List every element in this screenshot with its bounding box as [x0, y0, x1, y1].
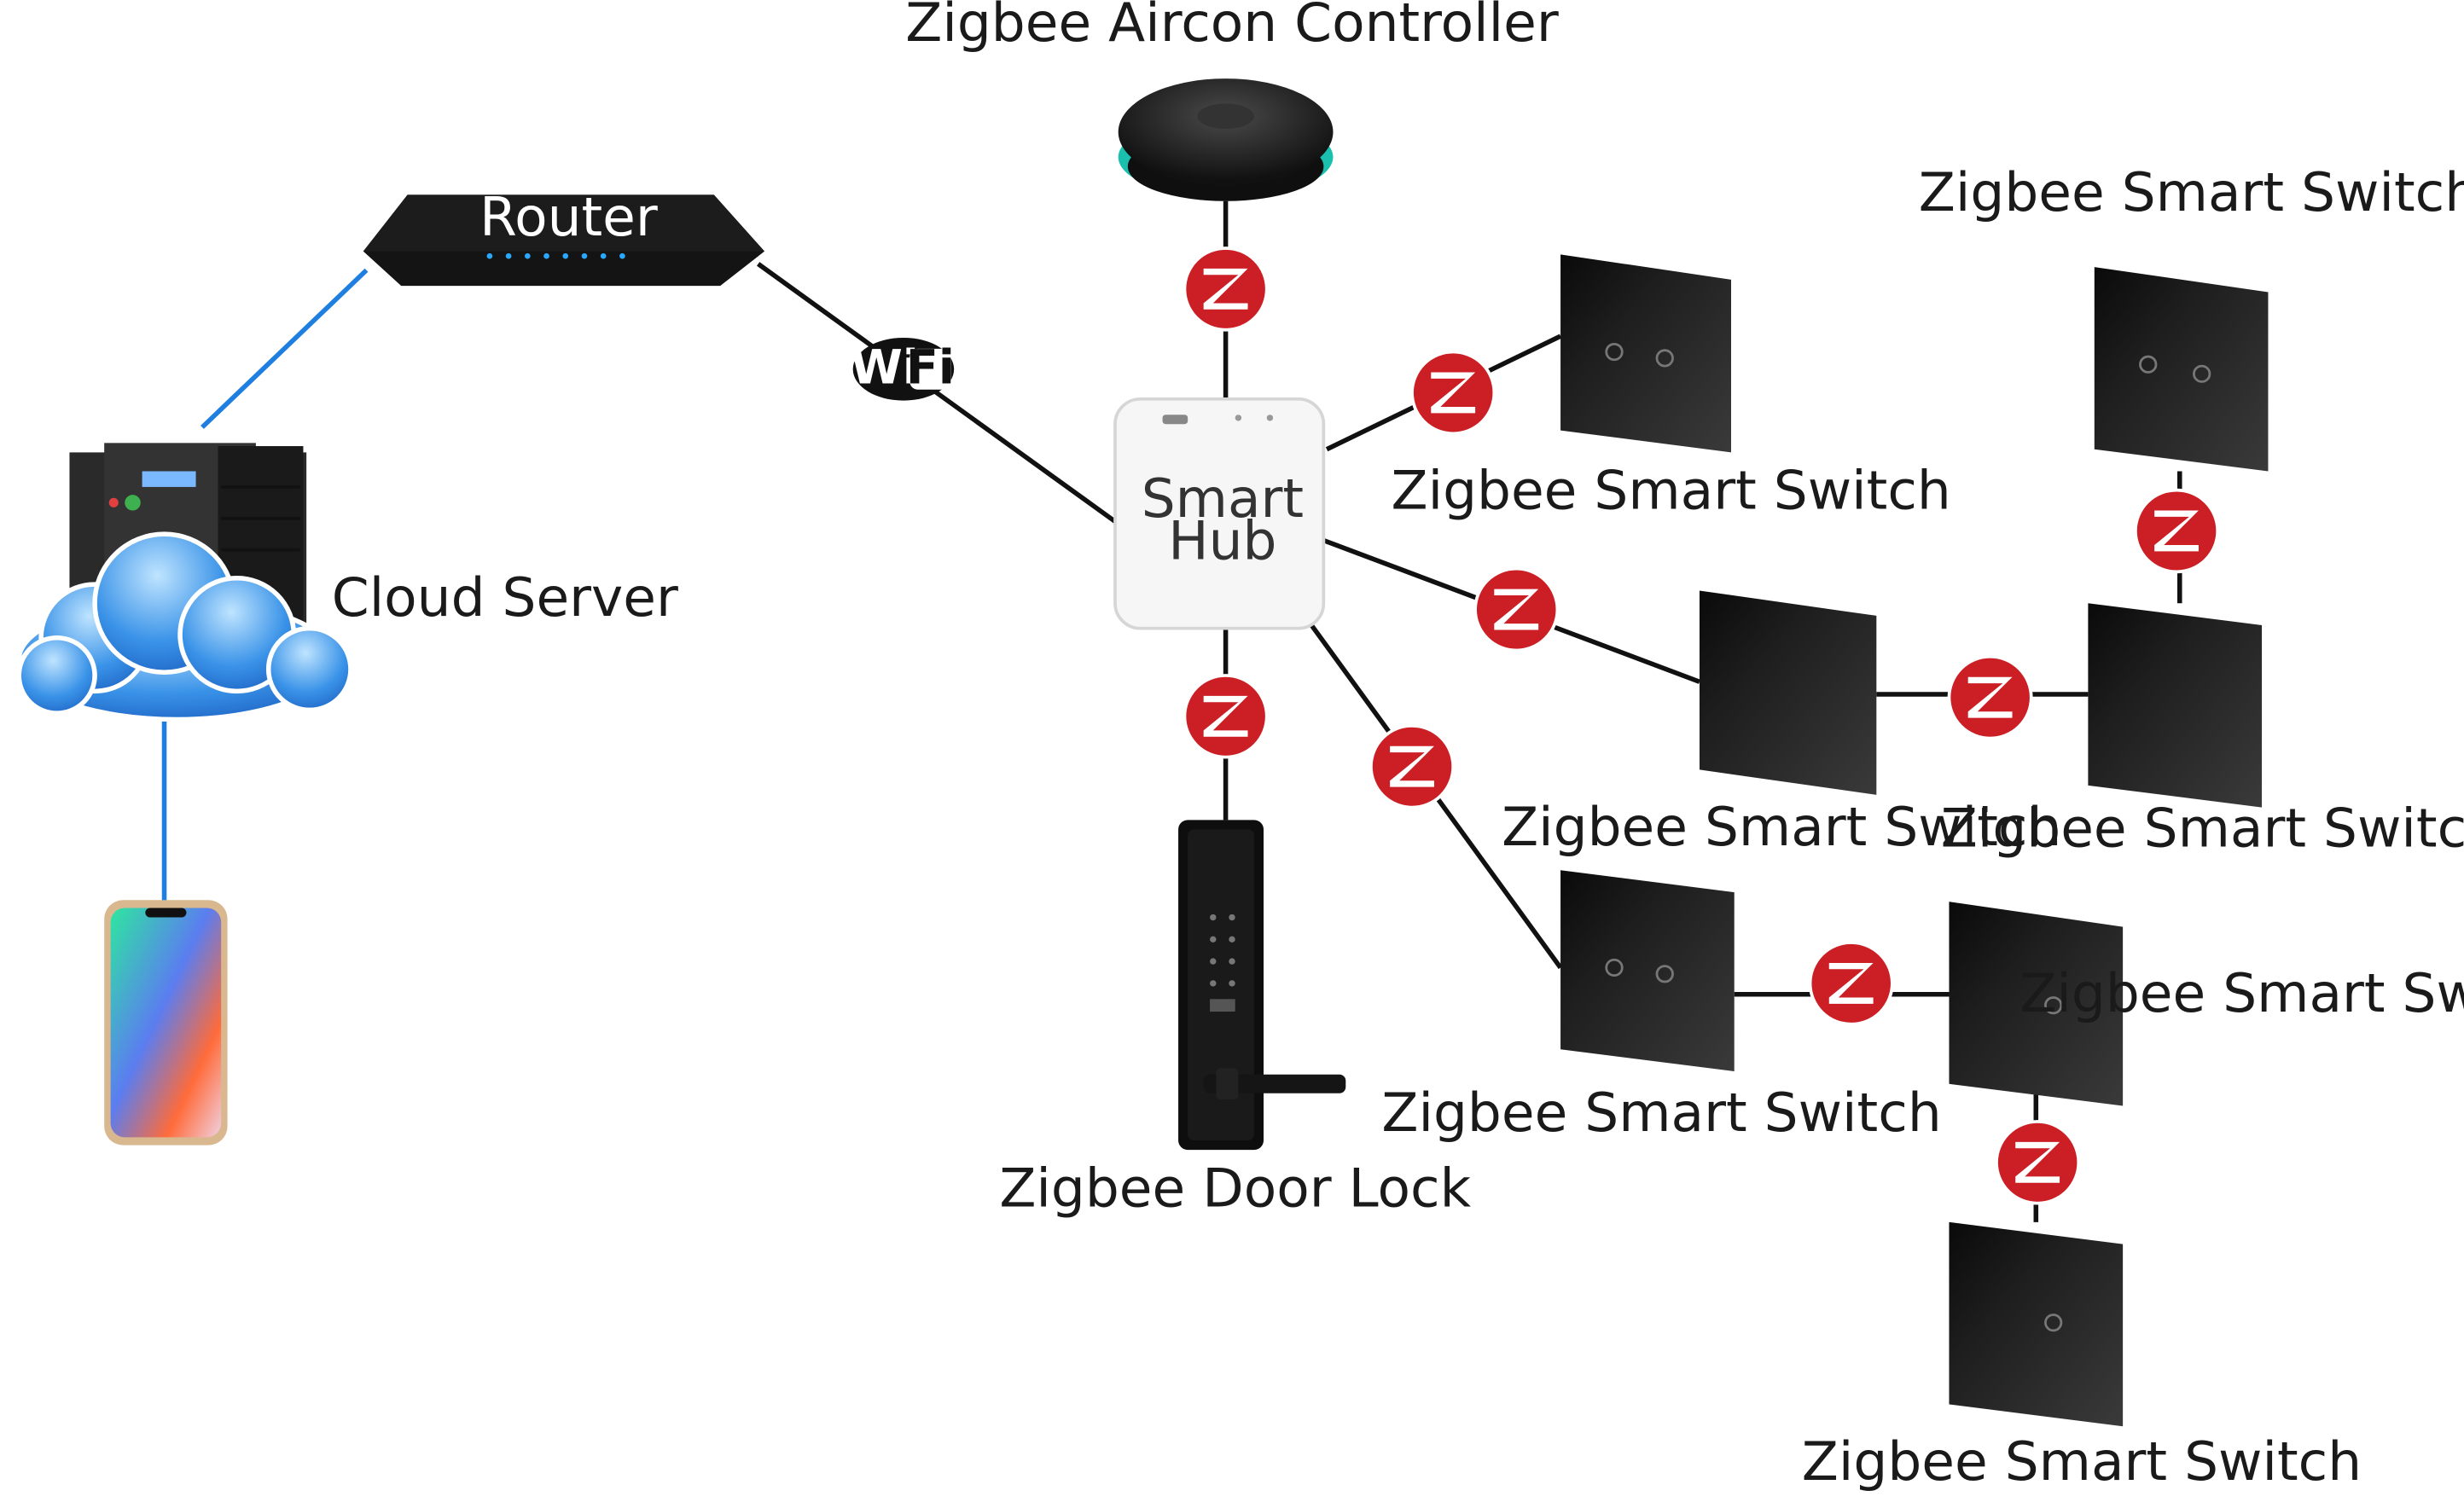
aircon-controller-icon [1118, 78, 1334, 201]
zigbee-logo-icon [2134, 488, 2220, 574]
zigbee-logo-icon [1183, 246, 1269, 332]
door-lock-label: Zigbee Door Lock [999, 1157, 1471, 1220]
switch-d-label: Zigbee Smart Switch [1919, 161, 2464, 223]
smart-switch-icon [1560, 254, 1732, 453]
smart-switch-a: Zigbee Smart Switch [1391, 254, 1951, 522]
smart-switch-icon [2088, 603, 2263, 808]
switch-a-label: Zigbee Smart Switch [1391, 460, 1950, 522]
smart-hub-icon [1113, 397, 1326, 630]
wifi-label-wi: Wi [851, 340, 919, 395]
switch-f-label: Zigbee Smart Switch [2019, 962, 2464, 1024]
smart-switch-icon [1560, 870, 1735, 1072]
switch-b-label: Zigbee Smart Switch [1502, 796, 2061, 858]
smart-switch-c: Zigbee Smart Switch [1381, 870, 1942, 1144]
cloud-server-label: Cloud Server [332, 566, 678, 629]
aircon-label: Zigbee Aircon Controller [905, 0, 1559, 54]
smart-switch-icon [1949, 902, 2124, 1106]
zigbee-logo-icon [1995, 1120, 2081, 1205]
smart-switch-icon [1949, 1221, 2124, 1427]
door-lock-icon [1178, 820, 1346, 1151]
smart-hub: Smart Hub [1113, 397, 1326, 630]
router-label: Router [479, 186, 658, 248]
switch-c-label: Zigbee Smart Switch [1381, 1082, 1941, 1144]
wifi-label-fi: Fi [906, 340, 955, 395]
hub-label-line1: Smart [1142, 467, 1304, 530]
switch-e-label: Zigbee Smart Switch [1941, 798, 2464, 860]
smart-switch-g: Zigbee Smart Switch [1802, 1221, 2362, 1493]
wifi-logo-icon: Wi Fi [851, 337, 955, 401]
smart-switch-f: Zigbee Smart Switch [1949, 902, 2464, 1106]
smartphone-icon [104, 900, 228, 1146]
zigbee-badges [1183, 246, 2220, 1205]
router: Router [363, 186, 765, 287]
zigbee-logo-icon [1183, 674, 1269, 759]
zigbee-logo-icon [1410, 350, 1496, 436]
connection-lines [161, 200, 2182, 1222]
aircon-controller: Zigbee Aircon Controller [905, 0, 1559, 201]
smart-switch-icon [2094, 267, 2269, 472]
smart-switch-b: Zigbee Smart Switch [1502, 590, 2061, 858]
smart-switch-d: Zigbee Smart Switch [1919, 161, 2464, 472]
smart-switch-icon [1699, 590, 1877, 795]
zigbee-logo-icon [1369, 724, 1456, 809]
hub-label-line2: Hub [1168, 510, 1276, 572]
cloud-icon [16, 531, 353, 722]
door-lock: Zigbee Door Lock [999, 820, 1472, 1220]
smart-switch-e: Zigbee Smart Switch [1941, 603, 2464, 860]
router-icon [486, 252, 625, 259]
switch-g-label: Zigbee Smart Switch [1802, 1430, 2362, 1493]
zigbee-logo-icon [1473, 566, 1560, 652]
zigbee-logo-icon [1947, 654, 2033, 740]
wifi-link-router-server [200, 268, 369, 429]
zigbee-logo-icon [1808, 941, 1894, 1026]
cloud-server: Cloud Server [16, 443, 678, 722]
